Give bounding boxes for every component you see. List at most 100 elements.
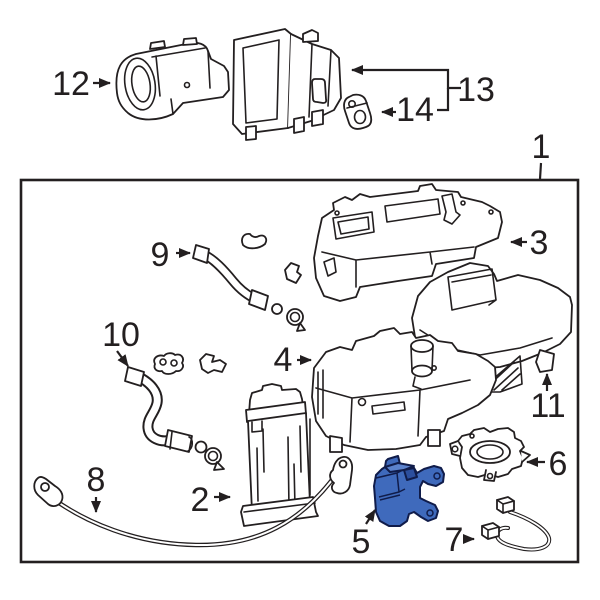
case-slot xyxy=(371,401,406,415)
frame-inner xyxy=(242,39,280,124)
connector-left xyxy=(481,522,500,540)
cable-body-fill xyxy=(51,471,339,547)
pipe-bottom xyxy=(411,364,433,378)
hose-collar-end xyxy=(248,289,269,311)
case-recess-2 xyxy=(384,198,441,223)
screw-3 xyxy=(488,209,494,215)
callout-8-label[interactable]: 8 xyxy=(87,461,106,499)
wire-body-fill xyxy=(496,511,551,551)
part-12-air-duct[interactable] xyxy=(115,37,230,121)
duct-tabs xyxy=(149,37,198,50)
leader-1 xyxy=(538,162,543,180)
part-6-actuator[interactable] xyxy=(449,427,531,482)
body-hole xyxy=(311,78,328,104)
actuator-bottom-tab xyxy=(483,469,497,482)
case-hole xyxy=(357,397,367,407)
callout-1-label[interactable]: 1 xyxy=(532,128,551,166)
assembly-box xyxy=(19,178,580,564)
callout-9-label[interactable]: 9 xyxy=(151,236,170,274)
duct-creases xyxy=(151,47,211,115)
z-clip xyxy=(199,353,227,374)
connector-top xyxy=(496,496,515,514)
duct-screw xyxy=(183,81,191,89)
callout-14-label[interactable]: 14 xyxy=(396,91,434,129)
pipe-top xyxy=(410,339,434,353)
hose-clamp-inner xyxy=(289,311,301,323)
cable-eyelet-right xyxy=(338,459,348,469)
callout-4-label[interactable]: 4 xyxy=(274,341,293,379)
actuator-opening xyxy=(469,440,511,464)
double-clamp xyxy=(153,352,184,375)
callout-10-label[interactable]: 10 xyxy=(102,316,140,354)
part-9-heater-hose[interactable] xyxy=(192,232,306,332)
leader-5-arrow xyxy=(364,509,376,525)
callout-13-label[interactable]: 13 xyxy=(457,71,495,109)
part-4-heater-case[interactable] xyxy=(304,327,497,497)
part-7-wire-harness[interactable] xyxy=(481,496,552,552)
case-foot xyxy=(535,349,555,373)
case-recess xyxy=(447,268,497,311)
leader-13-bracket-lower xyxy=(437,88,450,112)
case-depth-lines xyxy=(321,246,475,288)
screw-2 xyxy=(460,200,466,206)
callout-12-label[interactable]: 12 xyxy=(52,65,90,103)
leader-10-arrow xyxy=(116,350,129,367)
part-14-clip[interactable] xyxy=(343,93,373,130)
connector-left-lines xyxy=(481,525,500,540)
actuator-left-hole xyxy=(451,445,459,453)
callout-11-label[interactable]: 11 xyxy=(530,387,565,425)
double-clamp-hole-1 xyxy=(159,358,167,366)
actuator-screw xyxy=(469,433,475,439)
valve-tab-hole-lower xyxy=(426,509,434,517)
case-bracket xyxy=(441,193,461,225)
part-8-control-cable[interactable] xyxy=(33,456,354,548)
connector-top-lines xyxy=(496,499,515,514)
core-fins xyxy=(251,420,302,510)
feet xyxy=(245,109,324,141)
callout-6-label[interactable]: 6 xyxy=(549,445,568,483)
callout-7-label[interactable]: 7 xyxy=(445,521,464,559)
hose-clamp xyxy=(204,447,222,465)
part-3-upper-case[interactable] xyxy=(313,183,503,302)
hose-end-lines xyxy=(169,431,194,452)
actuator-left-tab xyxy=(449,440,461,457)
leader-13-bracket-arrow xyxy=(351,65,461,90)
pipe-hook xyxy=(412,376,422,390)
callout-3-label[interactable]: 3 xyxy=(530,224,549,262)
duct-opening xyxy=(123,57,157,111)
clip-crease xyxy=(346,102,368,109)
hose-collar-start xyxy=(124,366,145,387)
actuator-bottom-hole xyxy=(486,472,494,480)
case-recess-1 xyxy=(332,211,375,240)
o-ring xyxy=(271,303,283,315)
top-clip xyxy=(302,29,319,43)
case-creases xyxy=(315,369,471,443)
part-5-heater-valve-highlighted[interactable] xyxy=(373,455,445,527)
frame-outer xyxy=(232,28,292,135)
part-2-heater-core[interactable] xyxy=(240,383,319,527)
valve-side-facet xyxy=(403,467,418,481)
hatched-flange xyxy=(477,355,523,393)
hose-clamp-inner xyxy=(207,450,219,462)
part-13-duct-assembly[interactable] xyxy=(232,28,342,141)
callout-2-label[interactable]: 2 xyxy=(191,481,210,519)
part-10-heater-hose[interactable] xyxy=(124,352,227,471)
cable-end-left xyxy=(33,476,64,507)
valve-outline xyxy=(373,455,445,527)
case-outline xyxy=(311,327,497,451)
core-bottom-flange xyxy=(240,496,319,527)
double-clamp-hole-2 xyxy=(170,359,178,367)
flange-line xyxy=(243,502,316,513)
callout-5-label[interactable]: 5 xyxy=(352,523,371,561)
hose-clamp xyxy=(286,308,304,326)
cable-eyelet-left xyxy=(40,482,50,492)
valve-detail-lines xyxy=(375,469,431,504)
hose-body-fill xyxy=(133,372,175,445)
clamp-tab xyxy=(213,461,225,471)
actuator-opening-inner xyxy=(476,444,504,460)
body-creases xyxy=(308,43,332,118)
valve-tab-hole-upper xyxy=(433,472,441,480)
pipe-clamp-screw xyxy=(430,364,437,371)
clamp-tab xyxy=(296,322,306,332)
